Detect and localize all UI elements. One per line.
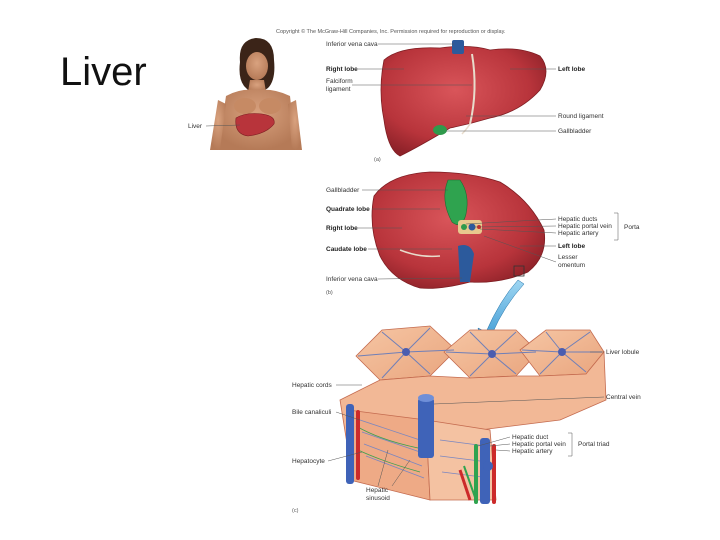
panel-c-hepatocyte-label: Hepatocyte	[292, 458, 325, 465]
panel-a-falciform-label-2: ligament	[326, 86, 351, 93]
panel-c-portal-triad-label: Portal triad	[578, 441, 610, 448]
panel-b-left-lobe-label: Left lobe	[558, 243, 585, 250]
copyright-text: Copyright © The McGraw-Hill Companies, I…	[276, 28, 506, 35]
panel-c-hepatic-sinusoid-label-2: sinusoid	[366, 495, 390, 502]
panel-b-letter: (b)	[326, 290, 333, 296]
panel-a: Liver Inferior vena cava Right lobe Falc…	[188, 38, 604, 163]
panel-a-letter: (a)	[374, 157, 381, 163]
panel-b-porta-label: Porta	[624, 224, 640, 231]
liver-anterior-view	[380, 40, 547, 157]
panel-b-gallbladder-label: Gallbladder	[326, 187, 360, 194]
panel-b-right-lobe-label: Right lobe	[326, 225, 358, 232]
panel-b-hepatic-artery-label: Hepatic artery	[558, 230, 599, 237]
panel-b-caudate-lobe-label: Caudate lobe	[326, 246, 367, 253]
panel-b-hepatic-ducts-label: Hepatic ducts	[558, 216, 598, 223]
panel-c-hepatic-cords-label: Hepatic cords	[292, 382, 332, 389]
panel-c-hepatic-portal-vein-label: Hepatic portal vein	[512, 441, 566, 448]
panel-c-hepatic-duct-label: Hepatic duct	[512, 434, 548, 441]
panel-c-liver-lobule-label: Liver lobule	[606, 349, 640, 356]
panel-c-hepatic-sinusoid-label-1: Hepatic	[366, 487, 389, 494]
panel-c-letter: (c)	[292, 508, 299, 514]
panel-a-right-lobe-label: Right lobe	[326, 66, 358, 73]
panel-a-falciform-label-1: Falciform	[326, 78, 353, 85]
panel-c-bile-canaliculi-label: Bile canaliculi	[292, 409, 331, 416]
panel-a-inferior-vena-cava-label: Inferior vena cava	[326, 41, 378, 48]
panel-a-left-lobe-label: Left lobe	[558, 66, 585, 73]
panel-c-hepatic-artery-label: Hepatic artery	[512, 448, 553, 455]
panel-c-central-vein-label: Central vein	[606, 394, 641, 401]
panel-b-hepatic-portal-vein-label: Hepatic portal vein	[558, 223, 612, 230]
slide-title: Liver	[60, 50, 147, 94]
panel-b-lesser-omentum-label-2: omentum	[558, 262, 585, 269]
liver-inferior-view	[371, 171, 546, 289]
female-torso-illustration	[210, 38, 302, 150]
panel-a-gallbladder-label: Gallbladder	[558, 128, 592, 135]
torso-liver-shape	[235, 113, 275, 137]
panel-c: Liver lobule Hepatic cords Central vein …	[292, 325, 641, 514]
panel-b-lesser-omentum-label-1: Lesser	[558, 254, 578, 261]
body-liver-label: Liver	[188, 123, 203, 130]
panel-b-inferior-vena-cava-label: Inferior vena cava	[326, 276, 378, 283]
panel-b-quadrate-lobe-label: Quadrate lobe	[326, 206, 370, 213]
panel-a-round-ligament-label: Round ligament	[558, 113, 604, 120]
panel-b: Gallbladder Quadrate lobe Right lobe Cau…	[326, 171, 640, 296]
liver-lobule-block	[339, 325, 607, 504]
